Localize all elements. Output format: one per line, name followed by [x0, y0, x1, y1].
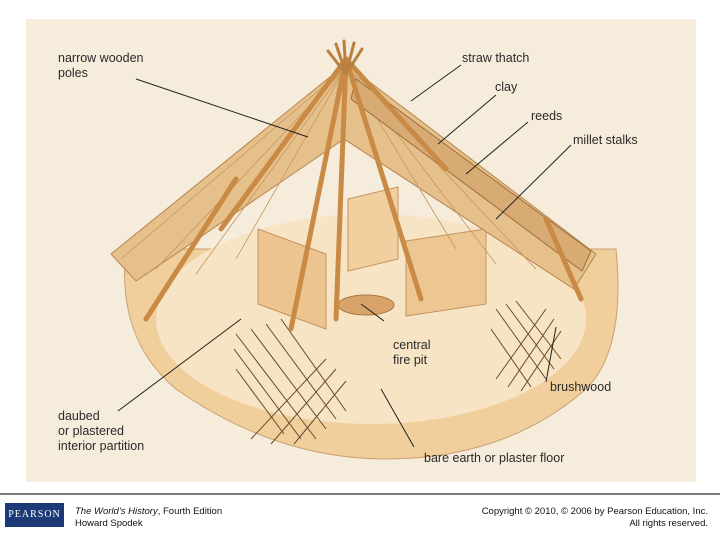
rights-line: All rights reserved.	[482, 518, 708, 530]
book-info: The World’s History, Fourth Edition Howa…	[75, 506, 222, 530]
hut-illustration: narrow wooden poles straw thatch clay re…	[26, 19, 696, 482]
label-brushwood: brushwood	[550, 380, 611, 395]
copyright-line: Copyright © 2010, © 2006 by Pearson Educ…	[482, 506, 708, 518]
fire-pit	[338, 295, 394, 315]
book-title-line: The World’s History, Fourth Edition	[75, 506, 222, 518]
label-daubed-partition: daubed or plastered interior partition	[58, 409, 144, 454]
label-straw-thatch: straw thatch	[462, 51, 529, 66]
label-reeds: reeds	[531, 109, 562, 124]
book-title: The World’s History	[75, 506, 158, 517]
book-author: Howard Spodek	[75, 518, 222, 530]
footer-divider	[0, 493, 720, 495]
label-floor: bare earth or plaster floor	[424, 451, 564, 466]
label-clay: clay	[495, 80, 517, 95]
book-edition: , Fourth Edition	[158, 506, 222, 517]
partition-right	[406, 229, 486, 316]
publisher-logo: PEARSON	[5, 503, 64, 527]
label-millet-stalks: millet stalks	[573, 133, 638, 148]
label-narrow-wooden-poles: narrow wooden poles	[58, 51, 143, 81]
label-central-fire-pit: central fire pit	[393, 338, 431, 368]
copyright-notice: Copyright © 2010, © 2006 by Pearson Educ…	[482, 506, 708, 530]
